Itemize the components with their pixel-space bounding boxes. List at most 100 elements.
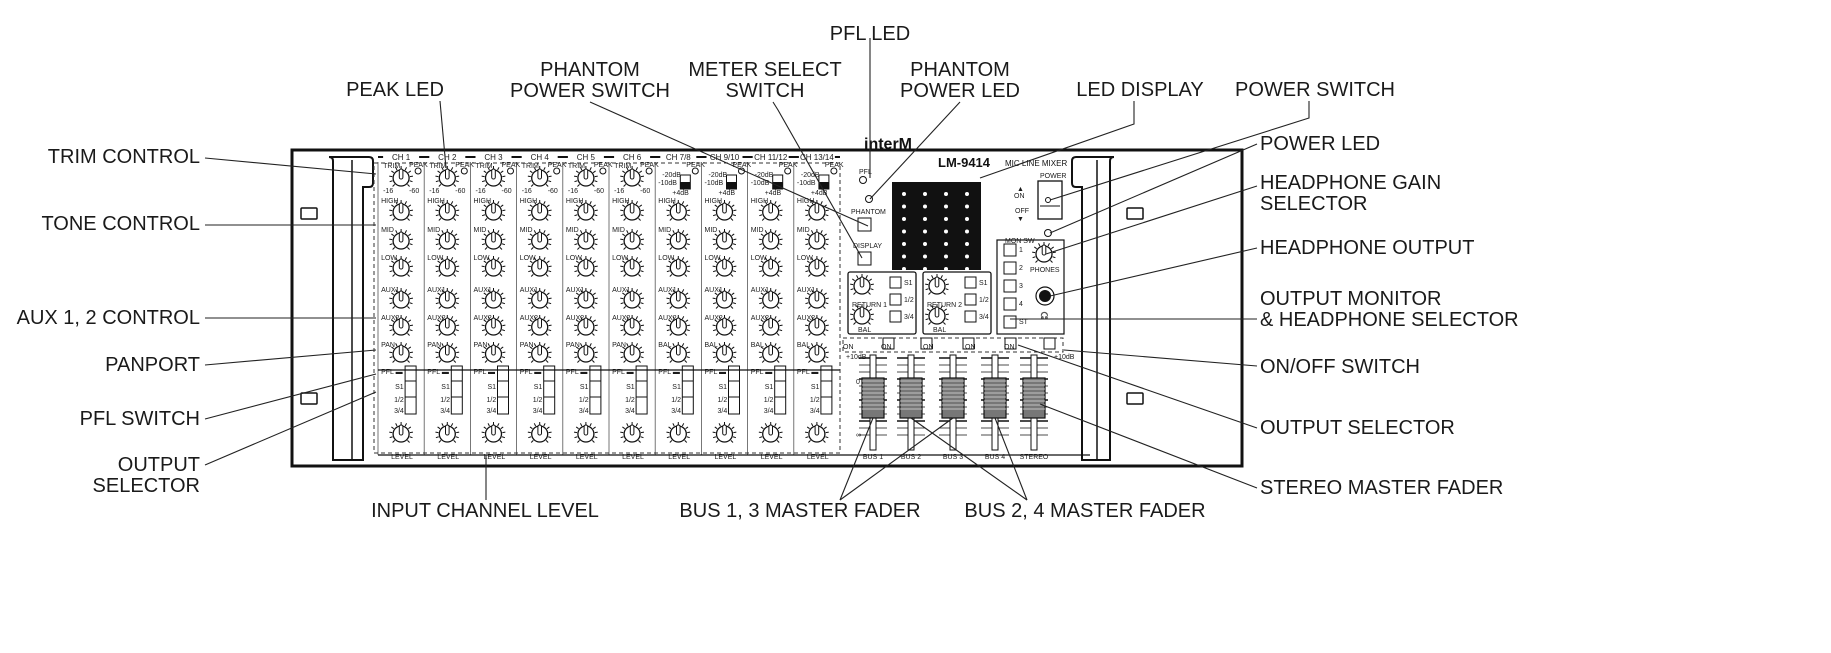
peak-label: PEAK	[686, 162, 705, 169]
channel-label: CH 6	[623, 153, 642, 162]
meter-select-switch	[857, 251, 872, 266]
leader-line	[204, 349, 377, 366]
mid-eq-knob	[620, 229, 645, 250]
s1-label: S1	[488, 384, 497, 391]
pan-knob	[620, 342, 645, 363]
pfl-label: PFL ▬	[381, 369, 403, 376]
aux2-knob	[389, 315, 414, 336]
svg-text:S1: S1	[979, 280, 988, 287]
bus12-label: 1/2	[440, 397, 450, 404]
led-dot	[944, 192, 948, 196]
leader-line	[439, 100, 447, 169]
power-off-label: OFF	[1015, 208, 1029, 215]
low-label: LOW	[566, 255, 582, 262]
low-eq-knob	[620, 256, 645, 277]
mid-eq-knob	[481, 229, 506, 250]
callout-power-switch: POWER SWITCH	[1235, 79, 1395, 101]
low-label: LOW	[474, 255, 490, 262]
pad-switch-fill	[818, 182, 829, 189]
mid-label: MID	[705, 227, 718, 234]
trim-label: TRIM	[522, 163, 539, 170]
callout-meter-select-switch-line1: METER SELECT	[688, 59, 842, 81]
callout-phantom-power-led: PHANTOM POWER LED	[885, 60, 1035, 102]
leader-line	[204, 391, 377, 466]
rack-handle-left	[300, 156, 374, 461]
mid-eq-knob	[389, 229, 414, 250]
s1-label: S1	[626, 384, 635, 391]
callout-meter-select-switch: METER SELECT SWITCH	[680, 60, 850, 102]
aux2-label: AUX2	[566, 315, 584, 322]
trim-knob	[481, 166, 506, 187]
pan-label: BAL	[797, 342, 810, 349]
fader-scale-infinity: ∞	[856, 432, 861, 439]
callout-headphone-output: HEADPHONE OUTPUT	[1260, 237, 1475, 259]
bus34-label: 3/4	[671, 408, 681, 415]
peak-label: PEAK	[409, 162, 428, 169]
return-knob	[850, 274, 874, 295]
callout-pfl-led: PFL LED	[829, 23, 911, 45]
pfl-label: PFL ▬	[520, 369, 542, 376]
callout-output-monitor-selector: OUTPUT MONITOR & HEADPHONE SELECTOR	[1260, 289, 1519, 331]
aux2-knob	[435, 315, 460, 336]
callout-power-led: POWER LED	[1260, 133, 1381, 155]
callout-tone-control: TONE CONTROL	[41, 213, 200, 235]
low-label: LOW	[520, 255, 536, 262]
mid-eq-knob	[666, 229, 691, 250]
callout-peak-led: PEAK LED	[346, 79, 444, 101]
led-dot	[944, 267, 948, 271]
pan-label: PAN	[474, 342, 488, 349]
led-dot	[902, 254, 906, 259]
aux1-knob	[527, 288, 552, 309]
bus12-label: 1/2	[533, 397, 543, 404]
pad-switch-fill	[680, 182, 691, 189]
led-dot	[923, 217, 927, 221]
led-dot	[944, 242, 948, 246]
led-dot	[923, 192, 927, 196]
leader-line	[1049, 101, 1310, 201]
bus12-label: 1/2	[810, 397, 820, 404]
monitor-number: ST	[1019, 319, 1029, 326]
return-bus-switch	[889, 310, 902, 323]
pfl-label: PFL ▬	[705, 369, 727, 376]
high-label: HIGH	[427, 198, 445, 205]
pfl-switch	[681, 365, 694, 415]
channel-label: CH 2	[438, 153, 457, 162]
fader-knob	[941, 377, 965, 419]
high-label: HIGH	[520, 198, 538, 205]
pfl-led-icon	[859, 176, 867, 184]
model-name: LM-9414	[938, 155, 991, 170]
trim-knob	[620, 166, 645, 187]
level-knob	[389, 422, 414, 443]
peak-led-icon	[507, 167, 514, 175]
peak-led-icon	[645, 167, 653, 175]
trim-pad-label: -60	[594, 188, 604, 195]
mid-label: MID	[658, 227, 671, 234]
led-dot	[944, 217, 948, 221]
bus-label: BUS 3	[943, 454, 963, 461]
level-knob	[527, 422, 552, 443]
leader-line	[1049, 143, 1258, 234]
trim-label: TRIM	[383, 163, 400, 170]
pad-switch-fill	[726, 182, 737, 189]
led-dot	[965, 254, 969, 259]
phantom-led-icon	[865, 195, 873, 203]
callout-trim-control: TRIM CONTROL	[47, 146, 200, 168]
callout-headphone-gain-selector: HEADPHONE GAIN SELECTOR	[1260, 173, 1441, 215]
high-eq-knob	[620, 200, 645, 221]
peak-label: PEAK	[779, 162, 798, 169]
bal-label: BAL	[858, 327, 871, 334]
low-label: LOW	[381, 255, 397, 262]
aux2-knob	[804, 315, 829, 336]
bus34-label: 3/4	[810, 408, 820, 415]
svg-text:S1: S1	[904, 280, 913, 287]
level-label: LEVEL	[484, 454, 506, 461]
pad-label-10db: -10dB	[705, 180, 724, 187]
bus-label: BUS 4	[985, 454, 1005, 461]
peak-label: PEAK	[640, 162, 659, 169]
pan-label: PAN	[612, 342, 626, 349]
